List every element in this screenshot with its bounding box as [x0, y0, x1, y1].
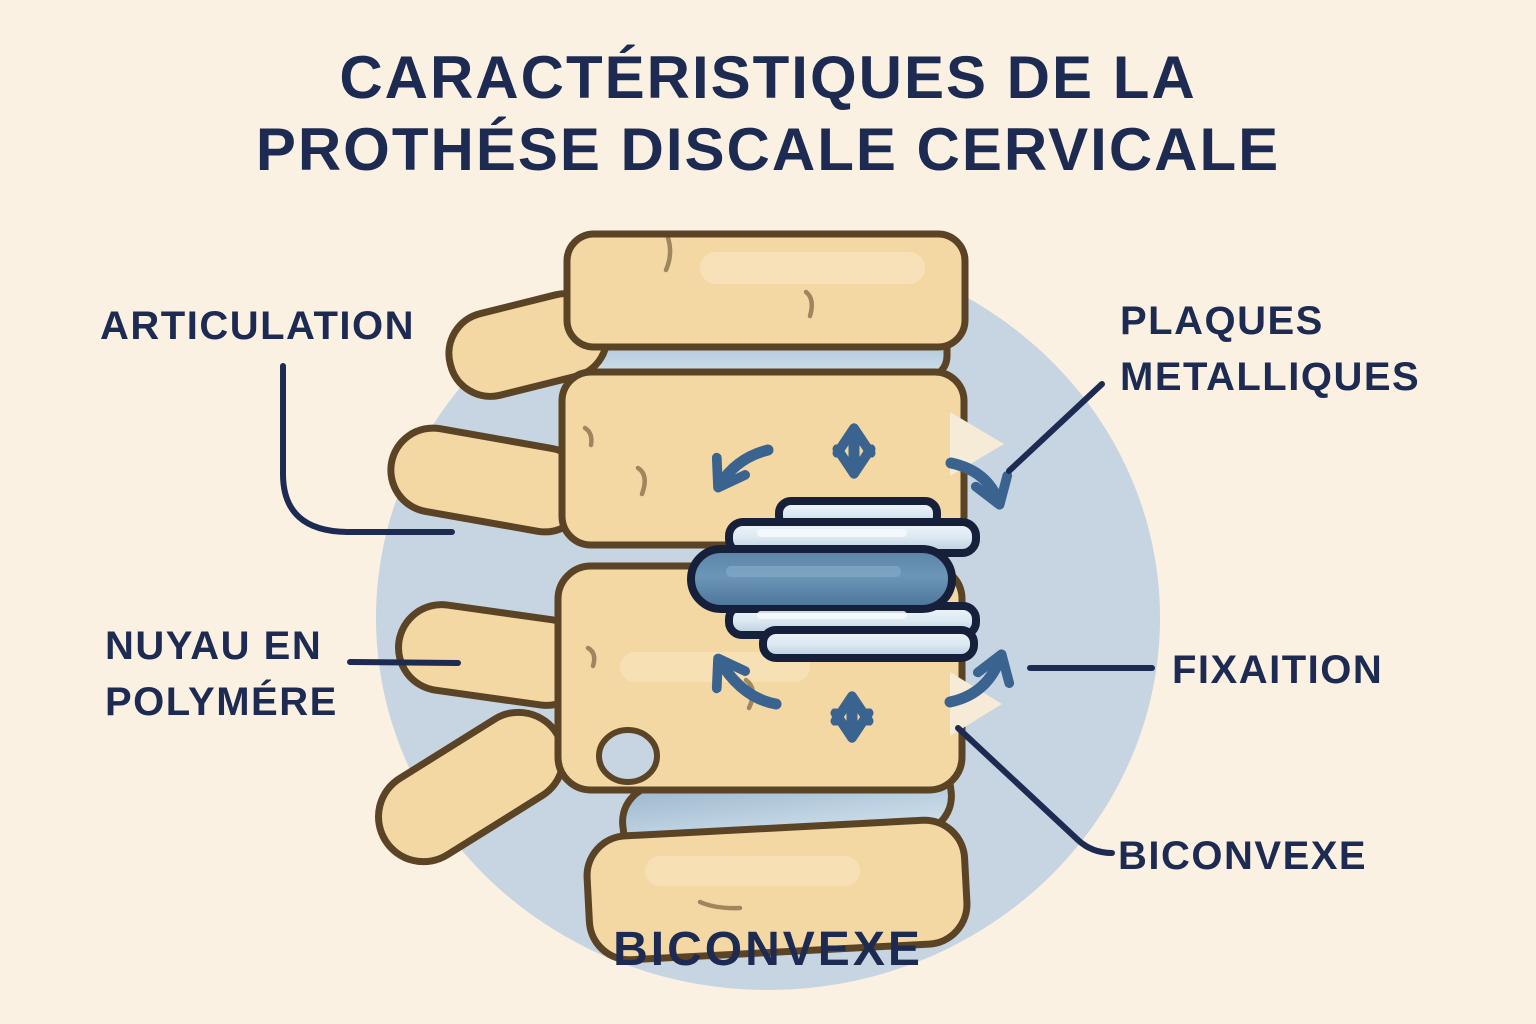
curved-arrow-top-right-icon	[945, 457, 999, 503]
label-articulation: ARTICULATION	[100, 304, 415, 348]
curved-arrow-bottom-left-icon	[719, 660, 782, 710]
label-biconvexe-right: BICONVEXE	[1118, 834, 1368, 878]
metal-plate-bottom-small	[759, 626, 978, 662]
cervical-spine	[375, 230, 971, 964]
leader-articulation	[280, 363, 455, 535]
leader-lines	[280, 363, 1155, 856]
motion-arrows	[719, 430, 1001, 736]
facet-joint-hole	[596, 727, 660, 785]
label-biconvexe-bottom: BICONVEXE	[613, 923, 923, 976]
polymer-core	[687, 545, 956, 613]
label-nuyau-line2: POLYMÉRE	[105, 680, 338, 724]
title-line-1: CARACTÉRISTIQUES DE LA	[339, 44, 1197, 111]
label-fixaition: FIXAITION	[1172, 648, 1384, 692]
leader-biconvexe	[955, 725, 1115, 856]
vertebra-4	[583, 816, 971, 964]
disc-prosthesis	[687, 497, 980, 662]
title-line-2: PROTHÉSE DISCALE CERVICALE	[255, 116, 1281, 183]
leader-plaques	[1006, 381, 1105, 474]
glint-upper	[950, 412, 1004, 476]
label-plaques-metalliques: PLAQUES METALLIQUES	[1120, 293, 1420, 405]
label-nuyau-polymere: NUYAU EN POLYMÉRE	[105, 618, 338, 730]
label-plaques-line2: METALLIQUES	[1120, 355, 1421, 399]
vertebra-1	[563, 230, 969, 351]
label-nuyau-line1: NUYAU EN	[105, 624, 323, 668]
curved-arrow-top-left-icon	[719, 444, 774, 486]
label-plaques-line1: PLAQUES	[1120, 299, 1324, 343]
curved-arrow-bottom-right-icon	[944, 656, 1001, 708]
glint-lower	[950, 672, 1002, 736]
page-title: CARACTÉRISTIQUES DE LA PROTHÉSE DISCALE …	[0, 42, 1536, 186]
leader-nuyau	[347, 659, 461, 666]
